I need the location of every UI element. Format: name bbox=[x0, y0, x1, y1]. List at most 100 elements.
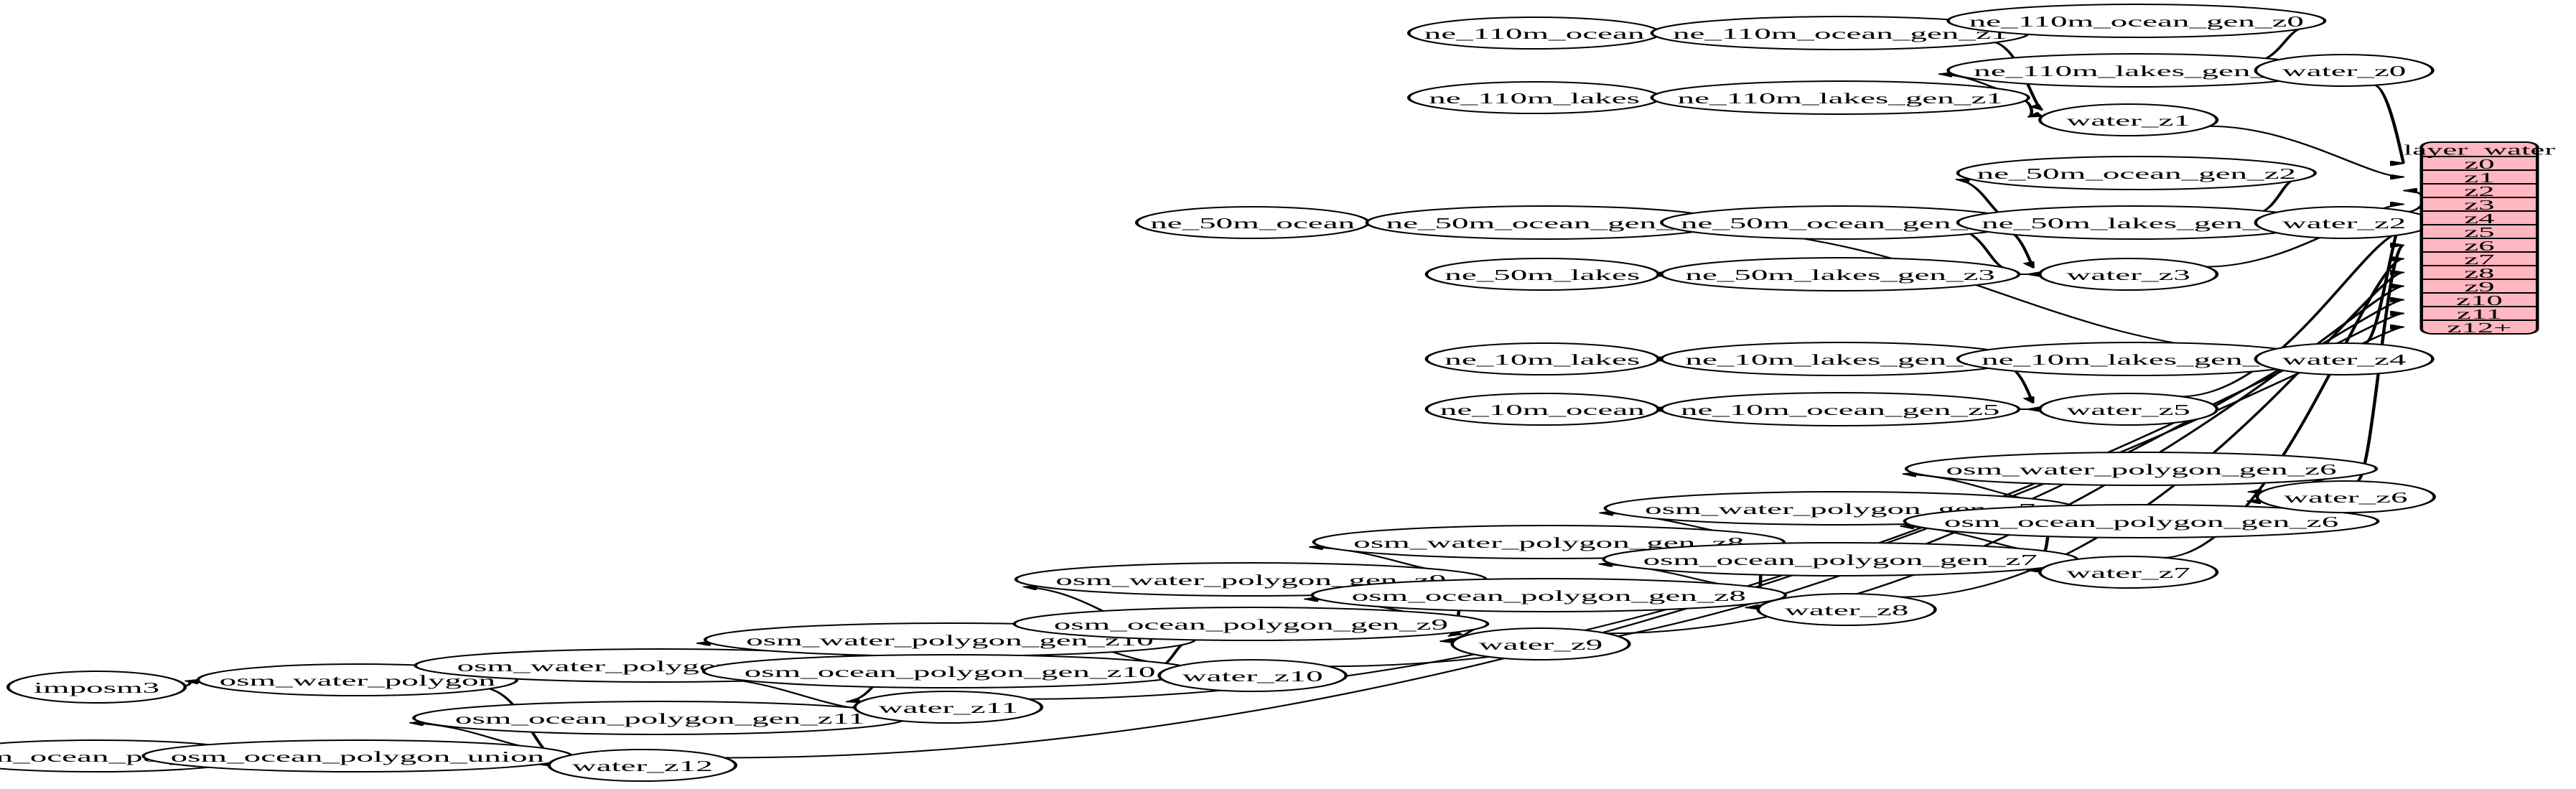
node-label-osm_ocean_polygon_union: osm_ocean_polygon_union bbox=[171, 748, 544, 765]
node-osm_ocean_polygon_gen_z9[interactable]: osm_ocean_polygon_gen_z9 bbox=[1012, 607, 1490, 641]
node-osm_ocean_polygon_gen_z7[interactable]: osm_ocean_polygon_gen_z7 bbox=[1602, 542, 2079, 576]
layer-water-row-label-z12plus: z12+ bbox=[2447, 319, 2511, 335]
node-ne_50m_lakes_gen_z2[interactable]: ne_50m_lakes_gen_z2 bbox=[1956, 205, 2317, 240]
node-label-ne_50m_ocean_gen_z4: ne_50m_ocean_gen_z4 bbox=[1386, 215, 1706, 231]
node-ne_50m_ocean_gen_z4[interactable]: ne_50m_ocean_gen_z4 bbox=[1365, 205, 1726, 240]
node-label-ne_10m_ocean: ne_10m_ocean bbox=[1440, 401, 1645, 418]
node-label-osm_water_polygon_gen_z6: osm_water_polygon_gen_z6 bbox=[1946, 461, 2337, 477]
node-label-osm_water_polygon_gen_z8: osm_water_polygon_gen_z8 bbox=[1353, 534, 1744, 551]
node-label-ne_110m_ocean: ne_110m_ocean bbox=[1424, 25, 1645, 42]
node-water_z12[interactable]: water_z12 bbox=[547, 749, 738, 782]
node-shape-water_z4 bbox=[2254, 342, 2435, 375]
node-ne_10m_lakes[interactable]: ne_10m_lakes bbox=[1424, 342, 1661, 375]
node-label-osm_ocean_polygon_gen_z9: osm_ocean_polygon_gen_z9 bbox=[1054, 616, 1448, 632]
node-ne_110m_ocean_gen_z0[interactable]: ne_110m_ocean_gen_z0 bbox=[1946, 4, 2327, 38]
node-ne_50m_ocean_gen_z2[interactable]: ne_50m_ocean_gen_z2 bbox=[1956, 156, 2317, 190]
node-water_z8[interactable]: water_z8 bbox=[1756, 593, 1937, 626]
node-ne_10m_ocean_gen_z5[interactable]: ne_10m_ocean_gen_z5 bbox=[1660, 392, 2021, 426]
node-shape-ne_10m_lakes bbox=[1424, 342, 1661, 375]
node-osm_water_polygon_gen_z6[interactable]: osm_water_polygon_gen_z6 bbox=[1904, 452, 2379, 486]
node-label-water_z4: water_z4 bbox=[2282, 351, 2407, 368]
node-ne_50m_lakes[interactable]: ne_50m_lakes bbox=[1424, 258, 1661, 291]
node-label-osm_ocean_polygon_gen_z10: osm_ocean_polygon_gen_z10 bbox=[745, 663, 1156, 680]
node-water_z5[interactable]: water_z5 bbox=[2038, 393, 2219, 426]
node-label-water_z10: water_z10 bbox=[1182, 668, 1323, 684]
node-label-water_z6: water_z6 bbox=[2284, 489, 2408, 505]
node-imposm3[interactable]: imposm3 bbox=[6, 671, 187, 704]
layer-water-title: layer_water bbox=[2404, 142, 2556, 158]
node-label-ne_50m_lakes: ne_50m_lakes bbox=[1445, 266, 1640, 283]
node-shape-ne_50m_lakes_gen_z3 bbox=[1660, 257, 2021, 291]
node-shape-water_z6 bbox=[2255, 480, 2436, 513]
node-label-ne_50m_ocean: ne_50m_ocean bbox=[1150, 215, 1355, 231]
layer-water-row-label-z7: z7 bbox=[2464, 251, 2494, 267]
layer-water-row-label-z9: z9 bbox=[2464, 279, 2494, 294]
node-water_z7[interactable]: water_z7 bbox=[2038, 556, 2219, 589]
node-water_z4[interactable]: water_z4 bbox=[2254, 342, 2435, 375]
node-label-water_z12: water_z12 bbox=[572, 757, 713, 774]
edge-ne_110m_lakes_gen_z1-to-water_z1 bbox=[2022, 100, 2032, 118]
layer-water-row-label-z5: z5 bbox=[2464, 224, 2494, 240]
node-water_z3[interactable]: water_z3 bbox=[2038, 258, 2219, 291]
node-ne_110m_ocean_gen_z1[interactable]: ne_110m_ocean_gen_z1 bbox=[1650, 16, 2030, 50]
node-ne_10m_lakes_gen_z5[interactable]: ne_10m_lakes_gen_z5 bbox=[1660, 342, 2021, 376]
node-shape-water_z11 bbox=[853, 691, 1044, 724]
node-label-osm_ocean_polygon_gen_z7: osm_ocean_polygon_gen_z7 bbox=[1643, 551, 2038, 568]
node-ne_110m_lakes_gen_z0[interactable]: ne_110m_lakes_gen_z0 bbox=[1946, 53, 2327, 88]
node-label-osm_water_polygon_gen_z10: osm_water_polygon_gen_z10 bbox=[746, 632, 1154, 648]
node-ne_50m_ocean[interactable]: ne_50m_ocean bbox=[1134, 206, 1371, 239]
node-shape-osm_ocean_polygon_gen_z8 bbox=[1310, 578, 1788, 612]
node-osm_ocean_polygon_gen_z10[interactable]: osm_ocean_polygon_gen_z10 bbox=[701, 654, 1198, 688]
edge-water_z0-to-layer_water-z0 bbox=[2371, 84, 2406, 164]
node-shape-ne_110m_ocean_gen_z0 bbox=[1946, 4, 2327, 38]
layer-water-row-label-z4: z4 bbox=[2464, 210, 2494, 226]
node-label-water_z1: water_z1 bbox=[2066, 112, 2190, 129]
node-label-ne_10m_lakes: ne_10m_lakes bbox=[1445, 351, 1640, 368]
node-ne_110m_lakes[interactable]: ne_110m_lakes bbox=[1406, 81, 1662, 114]
layer-water-row-label-z10: z10 bbox=[2456, 292, 2503, 308]
node-shape-water_z5 bbox=[2038, 393, 2219, 426]
node-water_z1[interactable]: water_z1 bbox=[2038, 103, 2219, 136]
node-label-ne_10m_lakes_gen_z4: ne_10m_lakes_gen_z4 bbox=[1982, 351, 2291, 368]
node-label-ne_110m_ocean_gen_z1: ne_110m_ocean_gen_z1 bbox=[1673, 25, 2007, 42]
node-osm_ocean_polygon_gen_z6[interactable]: osm_ocean_polygon_gen_z6 bbox=[1903, 504, 2380, 538]
node-label-osm_ocean_polygon_gen_z8: osm_ocean_polygon_gen_z8 bbox=[1352, 587, 1746, 604]
node-water_z2[interactable]: water_z2 bbox=[2254, 206, 2435, 239]
node-shape-osm_water_polygon_gen_z6 bbox=[1904, 452, 2379, 486]
node-label-water_z3: water_z3 bbox=[2066, 266, 2190, 283]
layer-water-table[interactable]: layer_waterz0z1z2z3z4z5z6z7z8z9z10z11z12… bbox=[2404, 141, 2556, 336]
node-water_z11[interactable]: water_z11 bbox=[853, 691, 1044, 724]
layer-water-row-label-z3: z3 bbox=[2464, 197, 2494, 213]
node-osm_ocean_polygon_union[interactable]: osm_ocean_polygon_union bbox=[141, 739, 574, 772]
node-label-ne_110m_lakes_gen_z0: ne_110m_lakes_gen_z0 bbox=[1974, 62, 2299, 79]
node-water_z0[interactable]: water_z0 bbox=[2254, 54, 2435, 87]
node-label-ne_50m_ocean_gen_z3: ne_50m_ocean_gen_z3 bbox=[1681, 215, 2000, 231]
node-label-ne_50m_lakes_gen_z2: ne_50m_lakes_gen_z2 bbox=[1982, 215, 2291, 231]
node-label-water_z8: water_z8 bbox=[1785, 602, 1909, 618]
node-water_z6[interactable]: water_z6 bbox=[2255, 480, 2436, 513]
node-label-water_z11: water_z11 bbox=[879, 699, 1018, 716]
node-water_z10[interactable]: water_z10 bbox=[1157, 659, 1348, 692]
node-ne_10m_lakes_gen_z4[interactable]: ne_10m_lakes_gen_z4 bbox=[1956, 342, 2317, 376]
node-label-water_z5: water_z5 bbox=[2066, 401, 2190, 418]
node-water_z9[interactable]: water_z9 bbox=[1450, 627, 1631, 660]
node-shape-imposm3 bbox=[6, 671, 187, 704]
node-label-osm_ocean_polygon_gen_z11: osm_ocean_polygon_gen_z11 bbox=[455, 710, 865, 727]
edge-water_z5-to-layer_water-z5 bbox=[2180, 232, 2404, 398]
edge-water_z7-to-layer_water-z7 bbox=[2162, 259, 2404, 559]
node-ne_50m_lakes_gen_z3[interactable]: ne_50m_lakes_gen_z3 bbox=[1660, 257, 2021, 291]
node-ne_110m_lakes_gen_z1[interactable]: ne_110m_lakes_gen_z1 bbox=[1650, 80, 2030, 115]
node-label-osm_water_polygon: osm_water_polygon bbox=[220, 672, 495, 688]
node-label-osm_water_polygon_gen_z9: osm_water_polygon_gen_z9 bbox=[1055, 571, 1446, 588]
node-ne_10m_ocean[interactable]: ne_10m_ocean bbox=[1424, 393, 1661, 426]
node-ne_110m_ocean[interactable]: ne_110m_ocean bbox=[1406, 17, 1662, 50]
node-ne_50m_ocean_gen_z3[interactable]: ne_50m_ocean_gen_z3 bbox=[1660, 205, 2021, 240]
node-label-ne_50m_lakes_gen_z3: ne_50m_lakes_gen_z3 bbox=[1685, 266, 1994, 283]
node-shape-water_z10 bbox=[1157, 659, 1348, 692]
node-label-water_z9: water_z9 bbox=[1479, 636, 1603, 653]
node-osm_ocean_polygon_gen_z8[interactable]: osm_ocean_polygon_gen_z8 bbox=[1310, 578, 1788, 612]
node-osm_ocean_polygon_gen_z11[interactable]: osm_ocean_polygon_gen_z11 bbox=[412, 701, 908, 735]
node-shape-ne_10m_ocean bbox=[1424, 393, 1661, 426]
layer-water-row-label-z2: z2 bbox=[2464, 183, 2494, 199]
